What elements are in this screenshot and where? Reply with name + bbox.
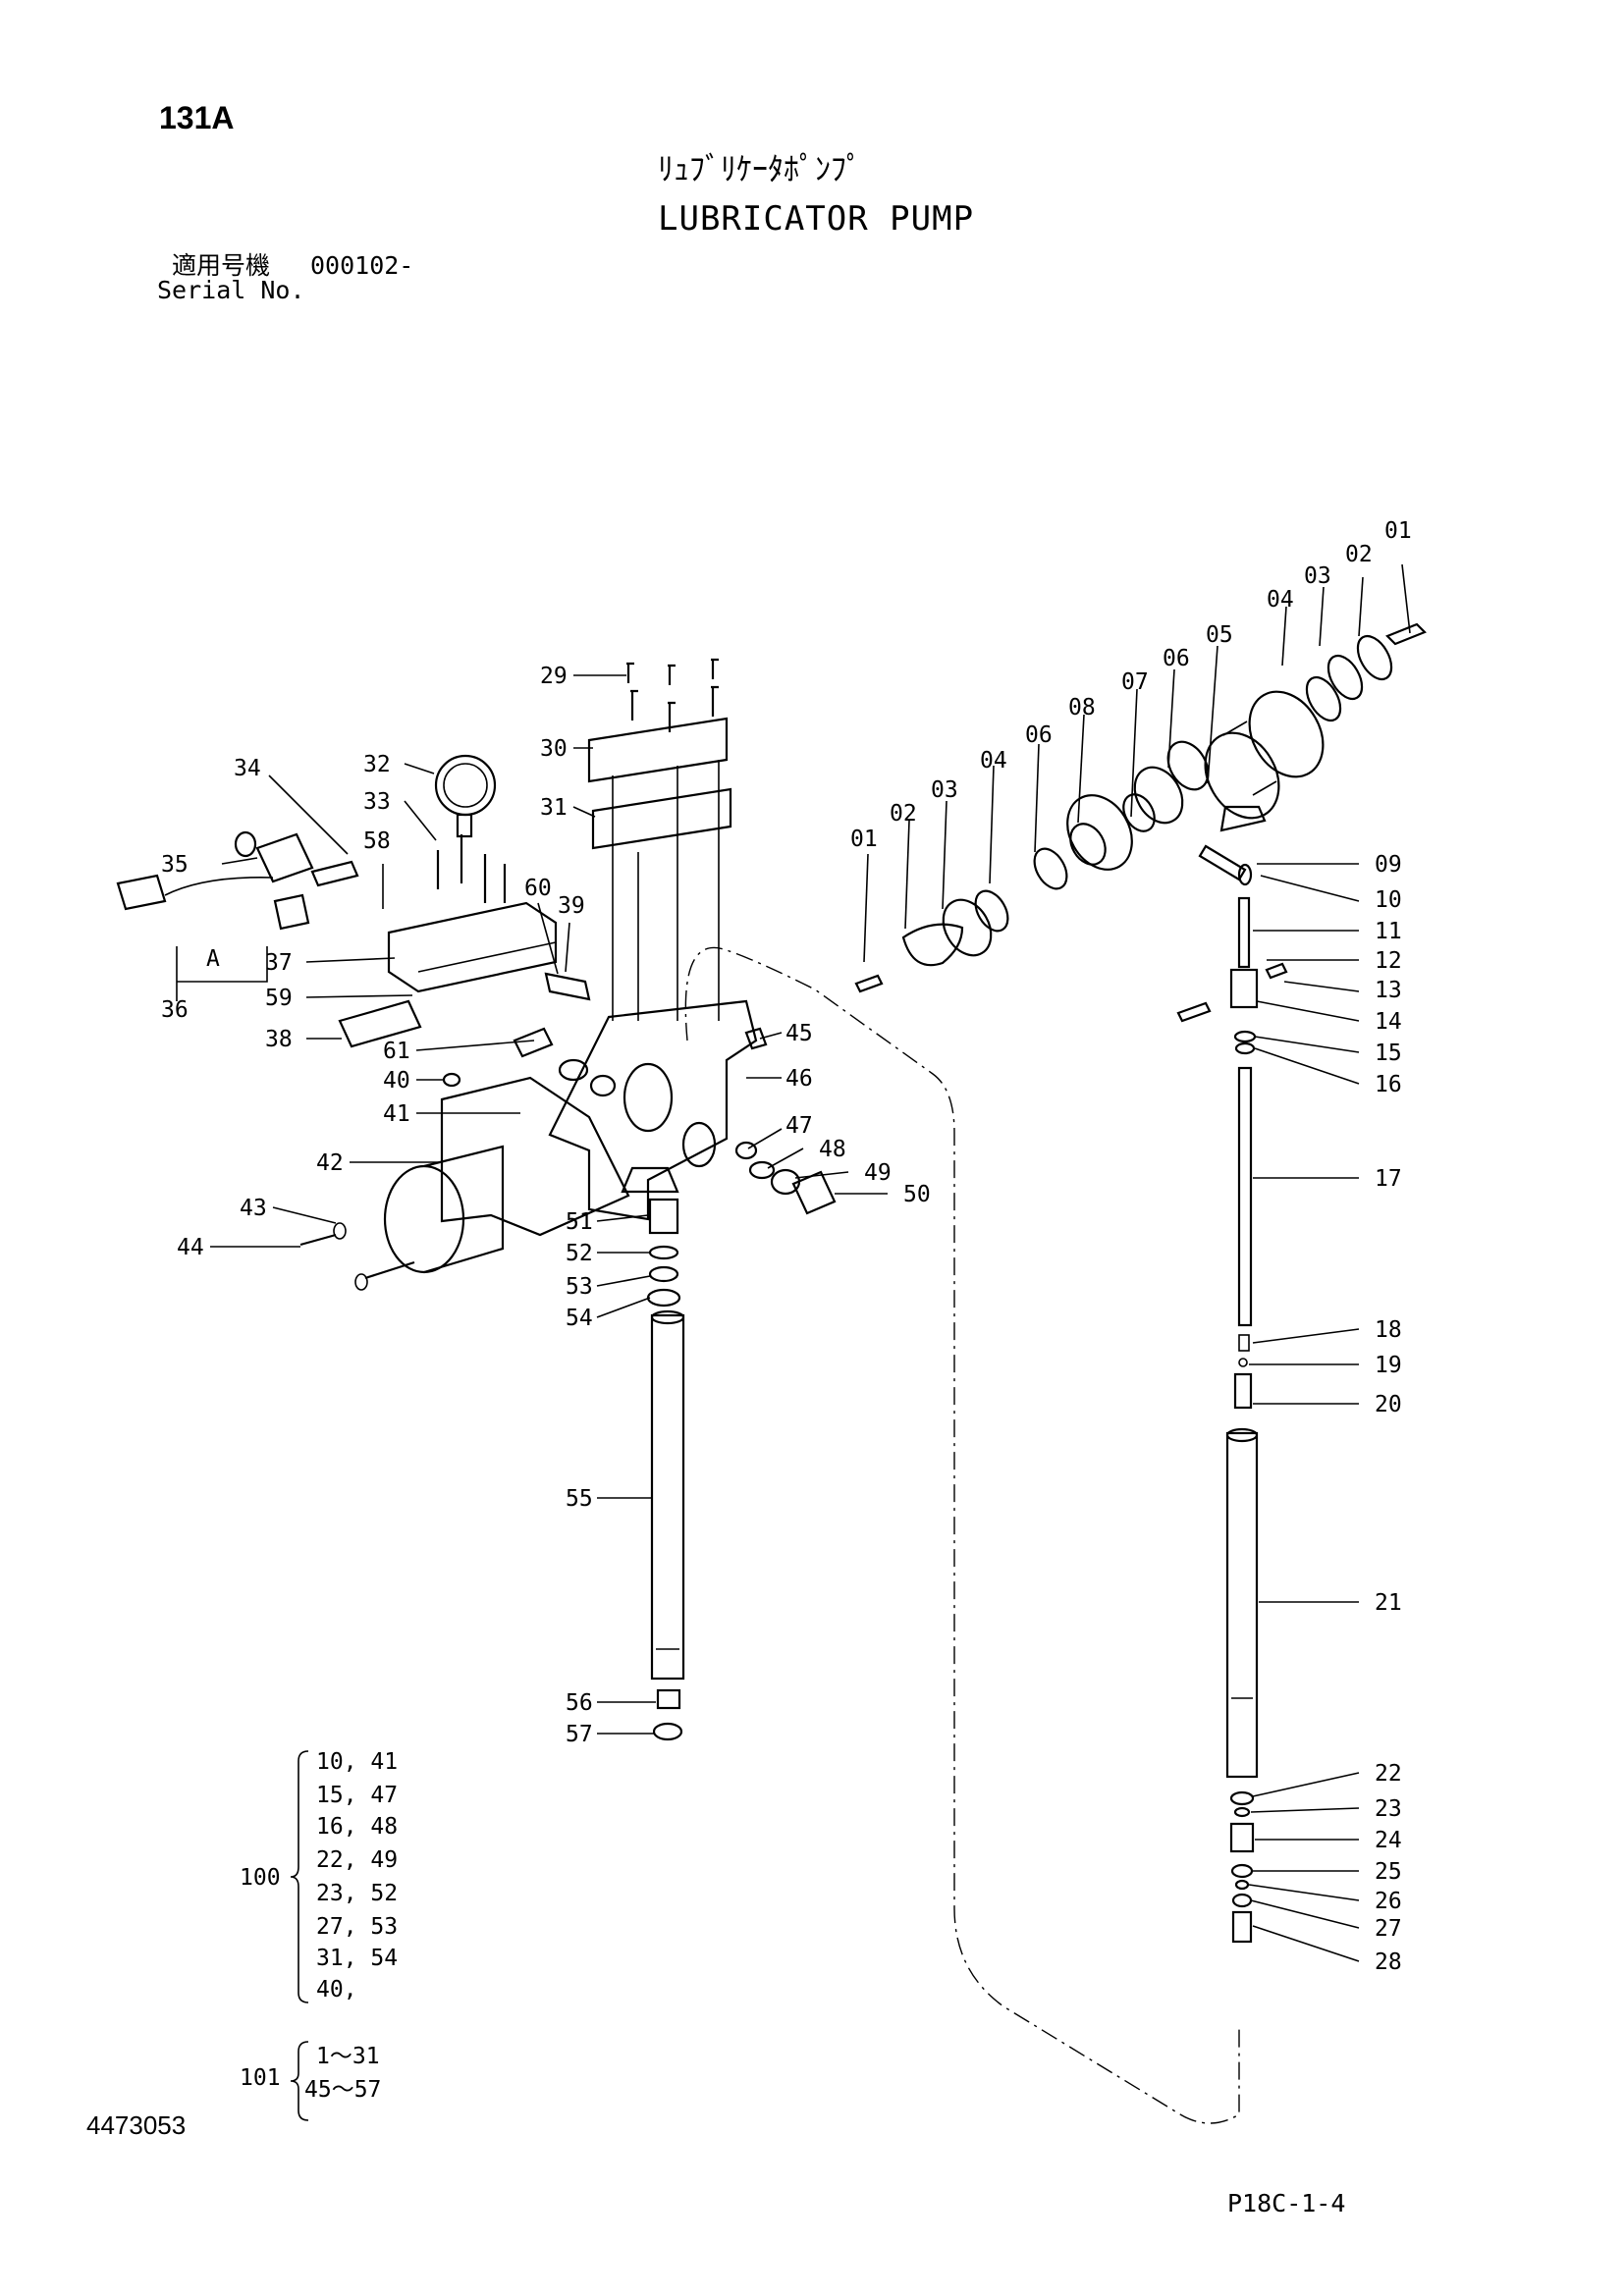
callout-29: 29 (540, 664, 568, 689)
kit-100: 100 10, 41 15, 47 16, 48 22, 49 23, 52 2… (240, 1749, 398, 2003)
kit-item: 23, 52 (316, 1881, 398, 1906)
callout-56: 56 (566, 1690, 593, 1716)
callout-59: 59 (265, 986, 293, 1011)
left-valve-assembly (116, 754, 630, 1291)
callout-10: 10 (1375, 887, 1402, 913)
callout-48: 48 (819, 1137, 846, 1162)
callout-35: 35 (161, 852, 189, 878)
leader-lines (176, 563, 1411, 1962)
callout-53: 53 (566, 1274, 593, 1300)
drawing-number: 4473053 (86, 2110, 187, 2140)
callout-02: 02 (890, 801, 917, 827)
callout-14: 14 (1375, 1009, 1402, 1035)
callout-45: 45 (785, 1021, 813, 1046)
callout-07: 07 (1121, 669, 1149, 695)
kit-item: 10, 41 (316, 1749, 398, 1775)
callout-60: 60 (524, 876, 552, 901)
callout-19: 19 (1375, 1353, 1402, 1378)
serial-label-english: Serial No. (157, 276, 305, 304)
callout-03: 03 (931, 777, 958, 803)
kit-item: 45～57 (304, 2077, 381, 2103)
callout-04: 04 (980, 748, 1007, 774)
callout-02: 02 (1345, 542, 1373, 567)
kit-brace (290, 1750, 309, 2003)
callout-18: 18 (1375, 1317, 1402, 1343)
kit-item: 31, 54 (316, 1946, 398, 1971)
serial-number-value: 000102- (310, 251, 414, 280)
callout-01: 01 (850, 827, 878, 852)
right-pump-assembly (854, 622, 1427, 1944)
callout-06: 06 (1025, 722, 1053, 748)
kit-item: 22, 49 (316, 1847, 398, 1873)
center-housing-assembly (548, 658, 837, 1741)
callout-31: 31 (540, 795, 568, 821)
callout-36: 36 (161, 997, 189, 1023)
callout-04: 04 (1267, 587, 1294, 613)
sheet-code: 131A (159, 100, 235, 135)
callout-06: 06 (1163, 646, 1190, 671)
kit-number: 101 (240, 2065, 281, 2091)
callout-50: 50 (903, 1182, 931, 1207)
callout-47: 47 (785, 1113, 813, 1139)
callout-39: 39 (558, 893, 585, 919)
callout-13: 13 (1375, 978, 1402, 1003)
title-english: LUBRICATOR PUMP (658, 199, 975, 239)
callout-32: 32 (363, 752, 391, 777)
callout-28: 28 (1375, 1949, 1402, 1975)
callout-38: 38 (265, 1027, 293, 1052)
callout-54: 54 (566, 1306, 593, 1331)
hose-line (684, 946, 1240, 2124)
callout-44: 44 (177, 1235, 204, 1260)
callout-25: 25 (1375, 1859, 1402, 1885)
callout-27: 27 (1375, 1916, 1402, 1942)
kit-brace (290, 2041, 309, 2121)
callout-57: 57 (566, 1722, 593, 1747)
callout-30: 30 (540, 736, 568, 762)
callout-12: 12 (1375, 948, 1402, 974)
callout-22: 22 (1375, 1761, 1402, 1787)
callout-03: 03 (1304, 563, 1331, 589)
callout-20: 20 (1375, 1392, 1402, 1417)
callout-15: 15 (1375, 1041, 1402, 1066)
callout-41: 41 (383, 1101, 410, 1127)
callout-23: 23 (1375, 1796, 1402, 1822)
callout-34: 34 (234, 756, 261, 781)
kit-item: 1～31 (316, 2044, 380, 2069)
callout-61: 61 (383, 1039, 410, 1064)
callout-51: 51 (566, 1209, 593, 1235)
callout-01: 01 (1384, 518, 1412, 544)
callout-46: 46 (785, 1066, 813, 1092)
callout-55: 55 (566, 1486, 593, 1512)
callout-42: 42 (316, 1150, 344, 1176)
kit-101: 101 1～31 45～57 (240, 2041, 381, 2121)
callout-A: A (206, 946, 220, 972)
kit-item: 15, 47 (316, 1783, 398, 1808)
callout-26: 26 (1375, 1889, 1402, 1914)
callout-09: 09 (1375, 852, 1402, 878)
callout-37: 37 (265, 950, 293, 976)
callout-21: 21 (1375, 1590, 1402, 1616)
serial-label-japanese: 適用号機 (172, 251, 271, 280)
callout-43: 43 (240, 1196, 267, 1221)
callout-33: 33 (363, 789, 391, 815)
callout-40: 40 (383, 1068, 410, 1094)
page-reference: P18C-1-4 (1227, 2189, 1346, 2217)
callout-labels: 01 02 03 04 05 06 07 08 06 04 03 02 01 0… (161, 518, 1412, 1975)
callout-17: 17 (1375, 1166, 1402, 1192)
callout-58: 58 (363, 828, 391, 854)
kit-item: 16, 48 (316, 1814, 398, 1840)
callout-08: 08 (1068, 695, 1096, 721)
callout-05: 05 (1206, 622, 1233, 648)
callout-49: 49 (864, 1160, 892, 1186)
callout-16: 16 (1375, 1072, 1402, 1097)
callout-52: 52 (566, 1241, 593, 1266)
callout-11: 11 (1375, 919, 1402, 944)
kit-item: 27, 53 (316, 1914, 398, 1940)
kit-number: 100 (240, 1865, 281, 1891)
title-japanese: ﾘｭﾌﾞﾘｹｰﾀﾎﾟﾝﾌﾟ (658, 150, 863, 187)
callout-24: 24 (1375, 1828, 1402, 1853)
kit-item: 40, (316, 1977, 357, 2002)
